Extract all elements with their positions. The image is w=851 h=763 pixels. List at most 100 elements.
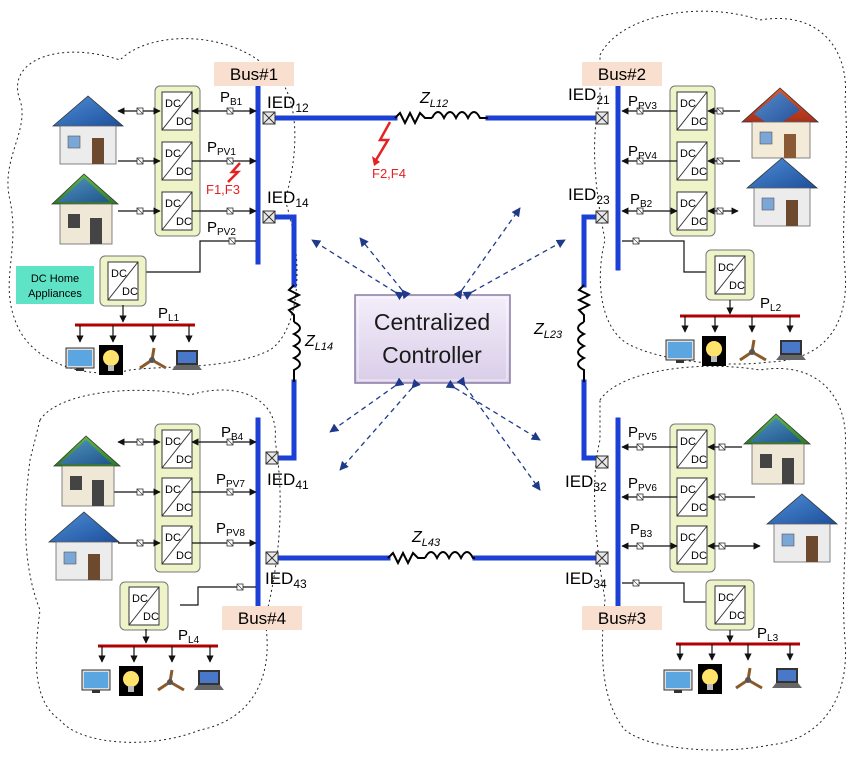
comm-arrow (453, 207, 521, 300)
bulb-icon (119, 666, 143, 696)
centralized-controller: Centralized Controller (354, 294, 511, 384)
pb1-label: PB1 (220, 89, 243, 108)
main-network (255, 85, 621, 608)
ied34-label: IED34 (565, 569, 607, 591)
fan-icon (734, 666, 764, 690)
zl43-label: ZL43 (411, 529, 441, 549)
bulb-icon (702, 336, 726, 366)
ppv3-label: PPV3 (628, 93, 657, 112)
ied21-label: IED21 (568, 85, 610, 107)
ied-labels: IED12 IED14 IED21 IED23 IED41 IED43 IED3… (265, 85, 610, 591)
zone-1-boundary (7, 38, 298, 374)
pb2-label: PB2 (630, 191, 653, 210)
controller-label-line1: Centralized (374, 309, 490, 335)
converter-icon (161, 91, 193, 131)
zone-1: PB1 PPV1 PPV2 DC Home Appliances PL1 (16, 85, 257, 375)
ppv6-label: PPV6 (628, 475, 657, 494)
controller-label-line2: Controller (382, 342, 482, 368)
ied14-label: IED14 (267, 188, 309, 210)
ppv7-label: PPV7 (216, 471, 245, 490)
fan-icon (138, 346, 168, 370)
converter-icon (714, 255, 746, 295)
fault-f24: F2,F4 (372, 121, 406, 181)
converter-icon (676, 91, 708, 131)
solar-house-icon (51, 173, 119, 245)
solar-house-icon (52, 95, 124, 165)
converter-icon (161, 429, 193, 469)
appliance-label-line2: Appliances (28, 288, 82, 300)
comm-arrow (456, 376, 541, 491)
ied23-label: IED23 (568, 185, 610, 207)
pl4-label: PL4 (178, 627, 200, 646)
zone-3: PPV5 PPV6 PB3 PL3 (621, 413, 838, 694)
converter-icon (161, 477, 193, 517)
bus4-label: Bus#4 (238, 609, 286, 628)
fault-f24-label: F2,F4 (372, 166, 406, 181)
zl14-label: ZL14 (304, 333, 333, 353)
ied43-breaker (265, 551, 279, 565)
communication-links (311, 207, 566, 491)
bus2-label: Bus#2 (598, 65, 646, 84)
converter-icon (128, 586, 160, 626)
converter-icon (676, 141, 708, 181)
ied21-breaker (595, 111, 609, 125)
solar-house-icon (53, 435, 121, 507)
ppv1-label: PPV1 (207, 139, 236, 158)
comm-arrow (462, 239, 566, 300)
laptop-icon (194, 670, 224, 690)
laptop-icon (772, 668, 802, 688)
fault-f13-label: F1,F3 (206, 182, 240, 197)
converter-icon (676, 191, 708, 231)
ied43-label: IED43 (265, 569, 307, 591)
fan-icon (156, 668, 186, 692)
ied23-breaker (595, 210, 609, 224)
ied14-breaker (262, 210, 276, 224)
ied12-breaker (262, 111, 276, 125)
converter-icon (676, 477, 708, 517)
ied41-breaker (265, 451, 279, 465)
solar-house-icon (766, 493, 838, 563)
solar-house-icon (746, 157, 818, 227)
zl12-label: ZL12 (419, 90, 448, 110)
pl3-label: PL3 (757, 625, 779, 644)
impedance-labels: ZL12 ZL14 ZL23 ZL43 (304, 90, 563, 549)
zone-2-boundary (594, 10, 847, 365)
converter-icon (161, 525, 193, 565)
comm-arrow (311, 239, 405, 301)
ppv4-label: PPV4 (628, 143, 657, 162)
dc-home-appliances-box (16, 266, 94, 304)
zone-4-boundary (25, 389, 281, 743)
tv-icon (81, 669, 111, 694)
converter-icon (676, 429, 708, 469)
zl23-label: ZL23 (533, 321, 563, 341)
bus-labels: Bus#1 Bus#2 Bus#4 Bus#3 (214, 62, 662, 630)
bus3-label: Bus#3 (598, 609, 646, 628)
solar-house-icon (743, 413, 811, 485)
solar-house-icon (48, 511, 120, 581)
comm-arrow (445, 379, 541, 441)
solar-house-icon (741, 87, 819, 159)
fan-icon (738, 338, 768, 362)
ied32-breaker (595, 455, 609, 469)
comm-arrow (329, 377, 405, 433)
converter-icon (714, 585, 746, 625)
comm-arrow (339, 378, 421, 471)
line-impedance-l14 (286, 284, 302, 382)
zone-2: PPV3 PPV4 PB2 PL2 (621, 85, 819, 366)
line-impedance-l12 (394, 110, 488, 126)
tv-icon (663, 669, 693, 694)
line-impedance-l43 (387, 550, 475, 566)
zone-4: PB4 PPV7 PPV8 PL4 (48, 423, 257, 696)
bulb-icon (99, 345, 123, 375)
comm-arrow (359, 237, 411, 300)
ied34-breaker (595, 551, 609, 565)
ppv2-label: PPV2 (207, 219, 236, 238)
ied32-label: IED32 (565, 472, 607, 494)
pb4-label: PB4 (221, 424, 244, 443)
ied41-label: IED41 (267, 470, 309, 492)
pl1-label: PL1 (158, 305, 180, 324)
pb3-label: PB3 (630, 521, 653, 540)
bulb-icon (698, 664, 722, 694)
converter-icon (161, 191, 193, 231)
laptop-icon (776, 340, 806, 360)
